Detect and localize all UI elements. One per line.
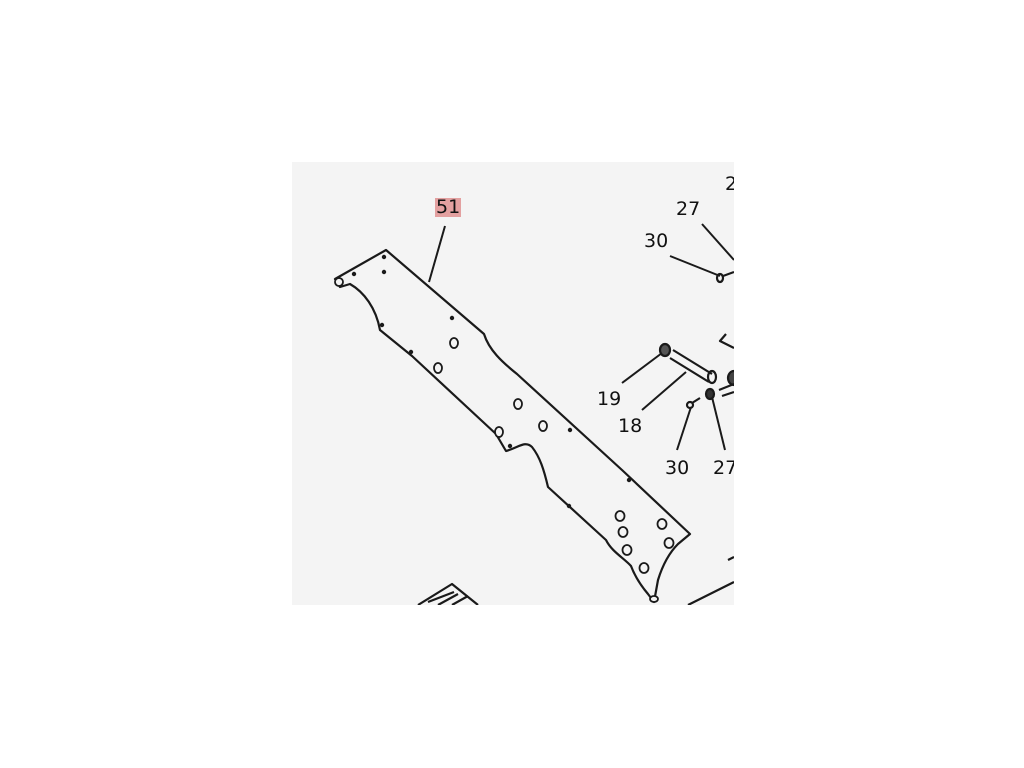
bolt-30-bottom: [685, 387, 716, 410]
bolt-30-top: [715, 270, 734, 284]
callout-51: 51: [435, 196, 462, 218]
leader-line-19: [621, 352, 663, 384]
callout-30-top: 30: [644, 230, 669, 252]
leader-line-27-top: [701, 223, 734, 261]
leader-line-18: [641, 371, 687, 411]
spacer-18: [658, 333, 734, 398]
mounting-plate-outline: [333, 248, 692, 604]
callout-27-top: 27: [676, 198, 701, 220]
callout-27-bottom: 27: [713, 457, 734, 479]
partial-bracket-bottom-left: [417, 582, 479, 605]
leader-line-51: [428, 225, 446, 283]
leader-line-30-bottom: [676, 406, 692, 451]
callout-19: 19: [597, 388, 622, 410]
parts-diagram: 51 2 27 30 19 18 30 27: [292, 162, 734, 605]
leader-line-27-bottom: [711, 396, 726, 451]
callout-18: 18: [618, 415, 643, 437]
exploded-view-drawing: [333, 223, 734, 605]
leader-line-30-top: [669, 255, 721, 277]
callout-30-bottom: 30: [665, 457, 690, 479]
plate-holes: [334, 254, 675, 603]
callout-2-top: 2: [725, 173, 734, 195]
partial-bracket-bottom-right: [687, 556, 734, 605]
